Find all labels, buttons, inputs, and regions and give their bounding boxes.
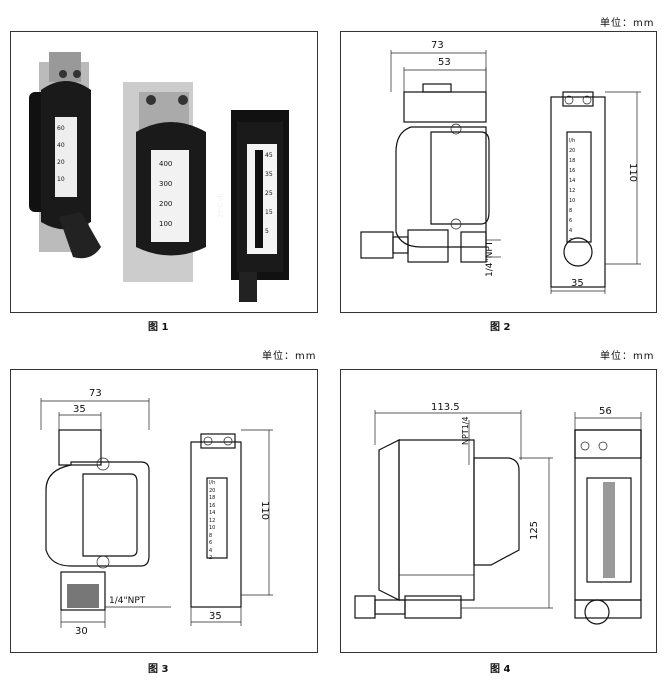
- photo-scale-c-label: 20°C l/h: [217, 193, 225, 218]
- fig3-dim-30: 30: [75, 626, 88, 637]
- fig3-dim-110: 110: [259, 500, 271, 521]
- unit-label-top: 单位：mm: [600, 18, 655, 29]
- figure-2-caption: 图 2: [490, 322, 511, 333]
- fig2-scale-tick: 18: [569, 158, 576, 164]
- unit-label-mid-left: 单位：mm: [262, 351, 317, 362]
- figure-1-caption: 图 1: [148, 322, 169, 333]
- fig4-dim-113-5: 113.5: [431, 402, 460, 413]
- unit-label-mid-right: 单位：mm: [600, 351, 655, 362]
- fig3-scale-tick: 18: [209, 495, 216, 501]
- fig2-scale: l/h 20 18 16 14 12 10 8 6 4 2: [569, 136, 575, 246]
- fig3-scale-tick: 4: [209, 547, 213, 554]
- fig2-scale-tick: 6: [569, 218, 573, 224]
- figure-4-caption: 图 4: [490, 664, 511, 675]
- fig2-scale-tick: 14: [569, 178, 576, 184]
- photo-scale-c-tick: 5: [265, 228, 269, 235]
- fig4-dim-56: 56: [599, 406, 612, 417]
- fig3-scale-unit: l/h: [209, 480, 216, 486]
- fig3-scale-tick: 12: [209, 517, 216, 524]
- fig4-dim-125: 125: [529, 520, 541, 541]
- fig3-npt-label: 1/4"NPT: [109, 596, 146, 606]
- figure-4-drawing-panel: 113.5 56 125 NPT1/4: [340, 369, 657, 653]
- fig3-dim-35-front: 35: [209, 611, 222, 622]
- fig2-scale-tick: 16: [569, 168, 576, 174]
- photo-scale-b: 400 300 200 100: [159, 154, 183, 234]
- fig2-scale-tick: 10: [569, 198, 576, 204]
- fig2-dim-110: 110: [627, 162, 639, 183]
- fig2-scale-tick: 8: [569, 208, 573, 214]
- photo-scale-b-tick: 200: [159, 200, 173, 208]
- photo-scale-c-tick: 15: [265, 209, 273, 216]
- photo-scale-a-tick: 40: [57, 142, 65, 149]
- photo-scale-a-tick: 60: [57, 125, 65, 132]
- figure-1-photo-panel: 60 40 20 10 400 300 200 100 45 35 25 15 …: [10, 31, 318, 313]
- photo-scale-c: 45 35 25 15 5: [265, 146, 279, 241]
- figure-3-drawing: [40, 398, 273, 628]
- figure-2-drawing: [360, 50, 641, 294]
- fig2-dim-53: 53: [438, 57, 451, 68]
- fig3-scale-tick: 10: [209, 525, 216, 531]
- figure-4-drawing: [354, 410, 642, 625]
- fig2-scale-tick: 2: [569, 238, 573, 244]
- photo-scale-a: 60 40 20 10: [57, 120, 71, 188]
- fig3-scale-tick: 2: [209, 555, 213, 561]
- fig3-scale-tick: 20: [209, 487, 216, 494]
- photo-scale-b-tick: 400: [159, 160, 173, 168]
- photo-scale-c-tick: 35: [265, 171, 273, 178]
- fig2-scale-tick: 20: [569, 148, 576, 154]
- figure-3-drawing-panel: 73 35 30 1/4"NPT 110 35 l/h 20 18 16 14 …: [10, 369, 318, 653]
- photo-scale-b-tick: 100: [159, 220, 173, 228]
- fig3-dim-73: 73: [89, 388, 102, 399]
- fig2-dim-73: 73: [431, 40, 444, 51]
- photo-scale-c-tick: 45: [265, 152, 273, 159]
- photo-scale-b-tick: 300: [159, 180, 173, 188]
- fig3-scale-tick: 14: [209, 510, 216, 516]
- figure-2-drawing-panel: 73 53 110 35 1/4"NPT l/h 20 18 16 14 12 …: [340, 31, 657, 313]
- photo-scale-c-tick: 25: [265, 190, 273, 197]
- fig3-scale-tick: 8: [209, 532, 213, 539]
- fig2-scale-tick: 4: [569, 228, 573, 234]
- fig2-npt-label: 1/4"NPT: [485, 240, 495, 277]
- figure-3-caption: 图 3: [148, 664, 169, 675]
- fig3-dim-35-top: 35: [73, 404, 86, 415]
- fig2-scale-unit: l/h: [569, 138, 576, 144]
- photo-scale-a-tick: 10: [57, 176, 65, 183]
- fig3-scale-tick: 16: [209, 502, 216, 509]
- fig2-dim-35: 35: [571, 278, 584, 289]
- photo-scale-a-tick: 20: [57, 159, 65, 166]
- fig4-npt-label: NPT1/4: [461, 416, 470, 445]
- fig3-scale-tick: 6: [209, 540, 213, 546]
- fig2-scale-tick: 12: [569, 188, 576, 194]
- flowmeter-photo-illustration: [29, 52, 289, 302]
- fig3-scale: l/h 20 18 16 14 12 10 8 6 4 2: [209, 480, 215, 563]
